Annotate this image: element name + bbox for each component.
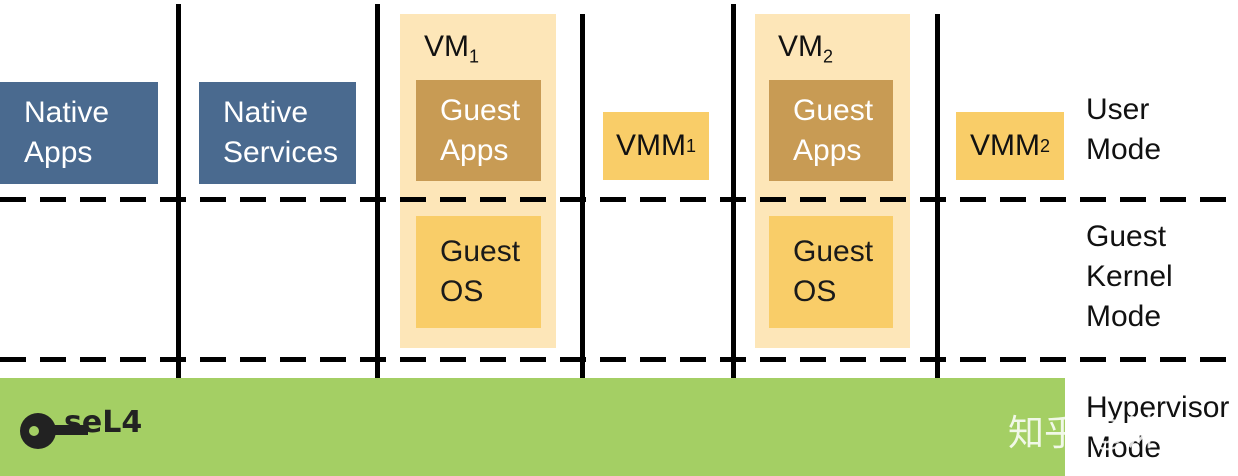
sel4-logo-text: seL4	[64, 405, 142, 440]
native-apps-line1: Native	[24, 96, 110, 129]
vm1-guest-apps-line2: Apps	[440, 133, 509, 167]
separator-line-1	[176, 4, 181, 378]
guest-kernel-mode-label: Guest Kernel Mode	[1086, 220, 1173, 333]
vm2-guest-apps-line2: Apps	[793, 133, 862, 167]
vm1-guest-os-line2: OS	[440, 275, 484, 308]
watermark: 知乎 @沐多	[1008, 412, 1199, 453]
separator-line-5	[935, 14, 940, 378]
vm2-guest-os-line2: OS	[793, 275, 837, 308]
native-services-line1: Native	[223, 96, 309, 129]
hypervisor-mode-label: Hypervisor Mode	[1086, 391, 1230, 464]
kernel-hypervisor-boundary	[0, 357, 1238, 362]
separator-line-4	[731, 4, 736, 378]
vm1-label: VM1	[424, 30, 480, 67]
vm2-guest-os-box: Guest OS	[769, 216, 893, 328]
hypervisor-band	[0, 378, 1065, 476]
vm1-guest-os-line1: Guest	[440, 235, 521, 268]
user-kernel-boundary	[0, 197, 1238, 202]
vm2-label: VM2	[778, 30, 834, 67]
separator-line-2	[375, 4, 380, 378]
native-services-box: Native Services	[199, 82, 356, 184]
vm1-guest-apps-box: Guest Apps	[416, 80, 541, 181]
native-services-line2: Services	[223, 136, 339, 169]
vm1-guest-os-box: Guest OS	[416, 216, 541, 328]
user-mode-label: User Mode	[1086, 93, 1162, 166]
vm1-guest-apps-line1: Guest	[440, 93, 521, 127]
vm2-guest-apps-line1: Guest	[793, 93, 874, 127]
sel4-logo: seL4	[20, 405, 142, 449]
vm2-guest-os-line1: Guest	[793, 235, 874, 268]
native-apps-box: Native Apps	[0, 82, 158, 184]
native-apps-line2: Apps	[24, 136, 93, 169]
separator-line-3	[580, 14, 585, 378]
vm2-guest-apps-box: Guest Apps	[769, 80, 893, 181]
